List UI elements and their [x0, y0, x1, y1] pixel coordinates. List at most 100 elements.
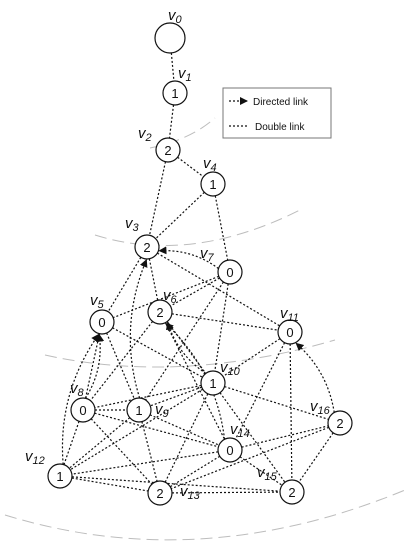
node-v5: 0v5: [89, 292, 115, 335]
node-value-v2: 2: [164, 143, 171, 158]
double-link-v7-v10: [214, 283, 229, 372]
double-link-v5-v8: [84, 333, 101, 399]
double-link-v6-v14: [164, 322, 226, 440]
double-link-v5-v10: [112, 327, 203, 378]
double-link-v11-v10: [222, 338, 281, 377]
double-link-v14-v15: [239, 456, 283, 486]
node-v4: 1v4: [200, 155, 226, 197]
double-link-v4-v7: [214, 195, 229, 261]
node-circle-v1: [162, 80, 188, 106]
directed-link-v8-v5: [85, 333, 105, 399]
node-circle-v14: [217, 437, 243, 463]
node-circle-v12: [47, 463, 73, 489]
legend: Directed link Double link: [222, 87, 332, 139]
double-link-v16-v13: [170, 426, 330, 490]
double-link-v2-v4: [177, 156, 204, 178]
node-circle-v11: [277, 319, 303, 345]
double-link-v12-v15: [71, 476, 281, 492]
double-link-v7-v5: [112, 275, 220, 319]
node-circle-v2: [155, 137, 181, 163]
node-value-v8: 0: [79, 403, 86, 418]
double-link-v11-v15: [289, 343, 293, 481]
double-link-v12-v13: [71, 477, 149, 492]
node-circle-v10: [200, 370, 226, 396]
node-value-v11: 0: [286, 325, 293, 340]
node-v6: 2v6: [147, 287, 178, 325]
node-label-v5: v5: [90, 292, 105, 311]
double-links: [63, 52, 334, 494]
double-link-v10-v12: [69, 388, 204, 471]
node-v1: 1v1: [162, 65, 192, 106]
double-link-v9-v14: [149, 414, 220, 446]
legend-double-label: Double link: [255, 122, 305, 133]
double-link-v8-v12: [63, 421, 80, 465]
double-link-v1-v2: [168, 104, 175, 139]
double-link-v14-v13: [169, 455, 221, 488]
node-v3: 2v3: [125, 215, 160, 260]
double-link-v0-v1: [170, 52, 175, 82]
node-v0: v0: [154, 7, 186, 54]
node-circle-v4: [200, 171, 226, 197]
double-link-v16-v15: [298, 432, 334, 483]
node-value-v16: 2: [336, 416, 343, 431]
node-circle-v15: [279, 479, 305, 505]
node-circle-v9: [126, 397, 152, 423]
double-link-v14-v16: [241, 425, 329, 448]
double-link-v3-v6: [148, 258, 159, 301]
double-link-v9-v13: [141, 421, 158, 482]
node-label-v10: v10: [220, 359, 241, 378]
directed-link-v14-v6: [165, 322, 226, 440]
node-circle-v7: [217, 259, 243, 285]
double-link-v9-v12: [68, 417, 131, 469]
double-link-v7-v6: [170, 277, 220, 307]
node-circle-v5: [89, 309, 115, 335]
node-label-v8: v8: [70, 380, 85, 399]
double-link-v10-v9: [150, 386, 202, 407]
node-label-v16: v16: [310, 398, 331, 417]
node-circle-v3: [134, 234, 160, 260]
node-label-v3: v3: [125, 215, 140, 234]
node-value-v5: 0: [98, 315, 105, 330]
node-label-v1: v1: [178, 65, 192, 84]
node-circle-v0: [154, 22, 186, 54]
directed-links: [61, 246, 335, 465]
node-v7: 0 v7: [200, 245, 243, 285]
double-link-v14-v12: [71, 451, 219, 475]
node-label-v14: v14: [230, 421, 250, 440]
legend-box: [222, 87, 332, 139]
double-link-v8-v13: [90, 418, 153, 485]
directed-link-v12-v5: [61, 333, 100, 465]
node-label-v12: v12: [25, 448, 45, 467]
node-value-v13: 2: [156, 486, 163, 501]
double-link-v6-v10: [166, 321, 207, 374]
double-link-v8-v14: [94, 412, 219, 448]
node-circle-v6: [147, 299, 173, 325]
node-label-v4: v4: [203, 155, 217, 174]
directed-link-v7-v3: [158, 246, 219, 270]
region-arc-3: [44, 339, 336, 368]
double-link-v6-v8: [89, 321, 154, 401]
node-label-v2: v2: [138, 125, 152, 144]
directed-link-v10-v6: [165, 321, 207, 374]
node-label-v7: v7: [200, 245, 215, 264]
node-label-v15: v15: [257, 464, 278, 483]
node-value-v7: 0: [226, 265, 233, 280]
node-v2: 2 v2: [138, 125, 181, 163]
node-label-v6: v6: [163, 287, 178, 306]
node-value-v6: 2: [156, 305, 163, 320]
node-circle-v8: [70, 397, 96, 423]
node-value-v3: 2: [143, 240, 150, 255]
node-value-v12: 1: [56, 469, 63, 484]
double-link-v6-v11: [171, 313, 279, 331]
node-circle-v16: [327, 410, 353, 436]
node-v16: 2 v16: [310, 398, 353, 436]
node-value-v1: 1: [171, 86, 178, 101]
node-value-v9: 1: [135, 403, 142, 418]
